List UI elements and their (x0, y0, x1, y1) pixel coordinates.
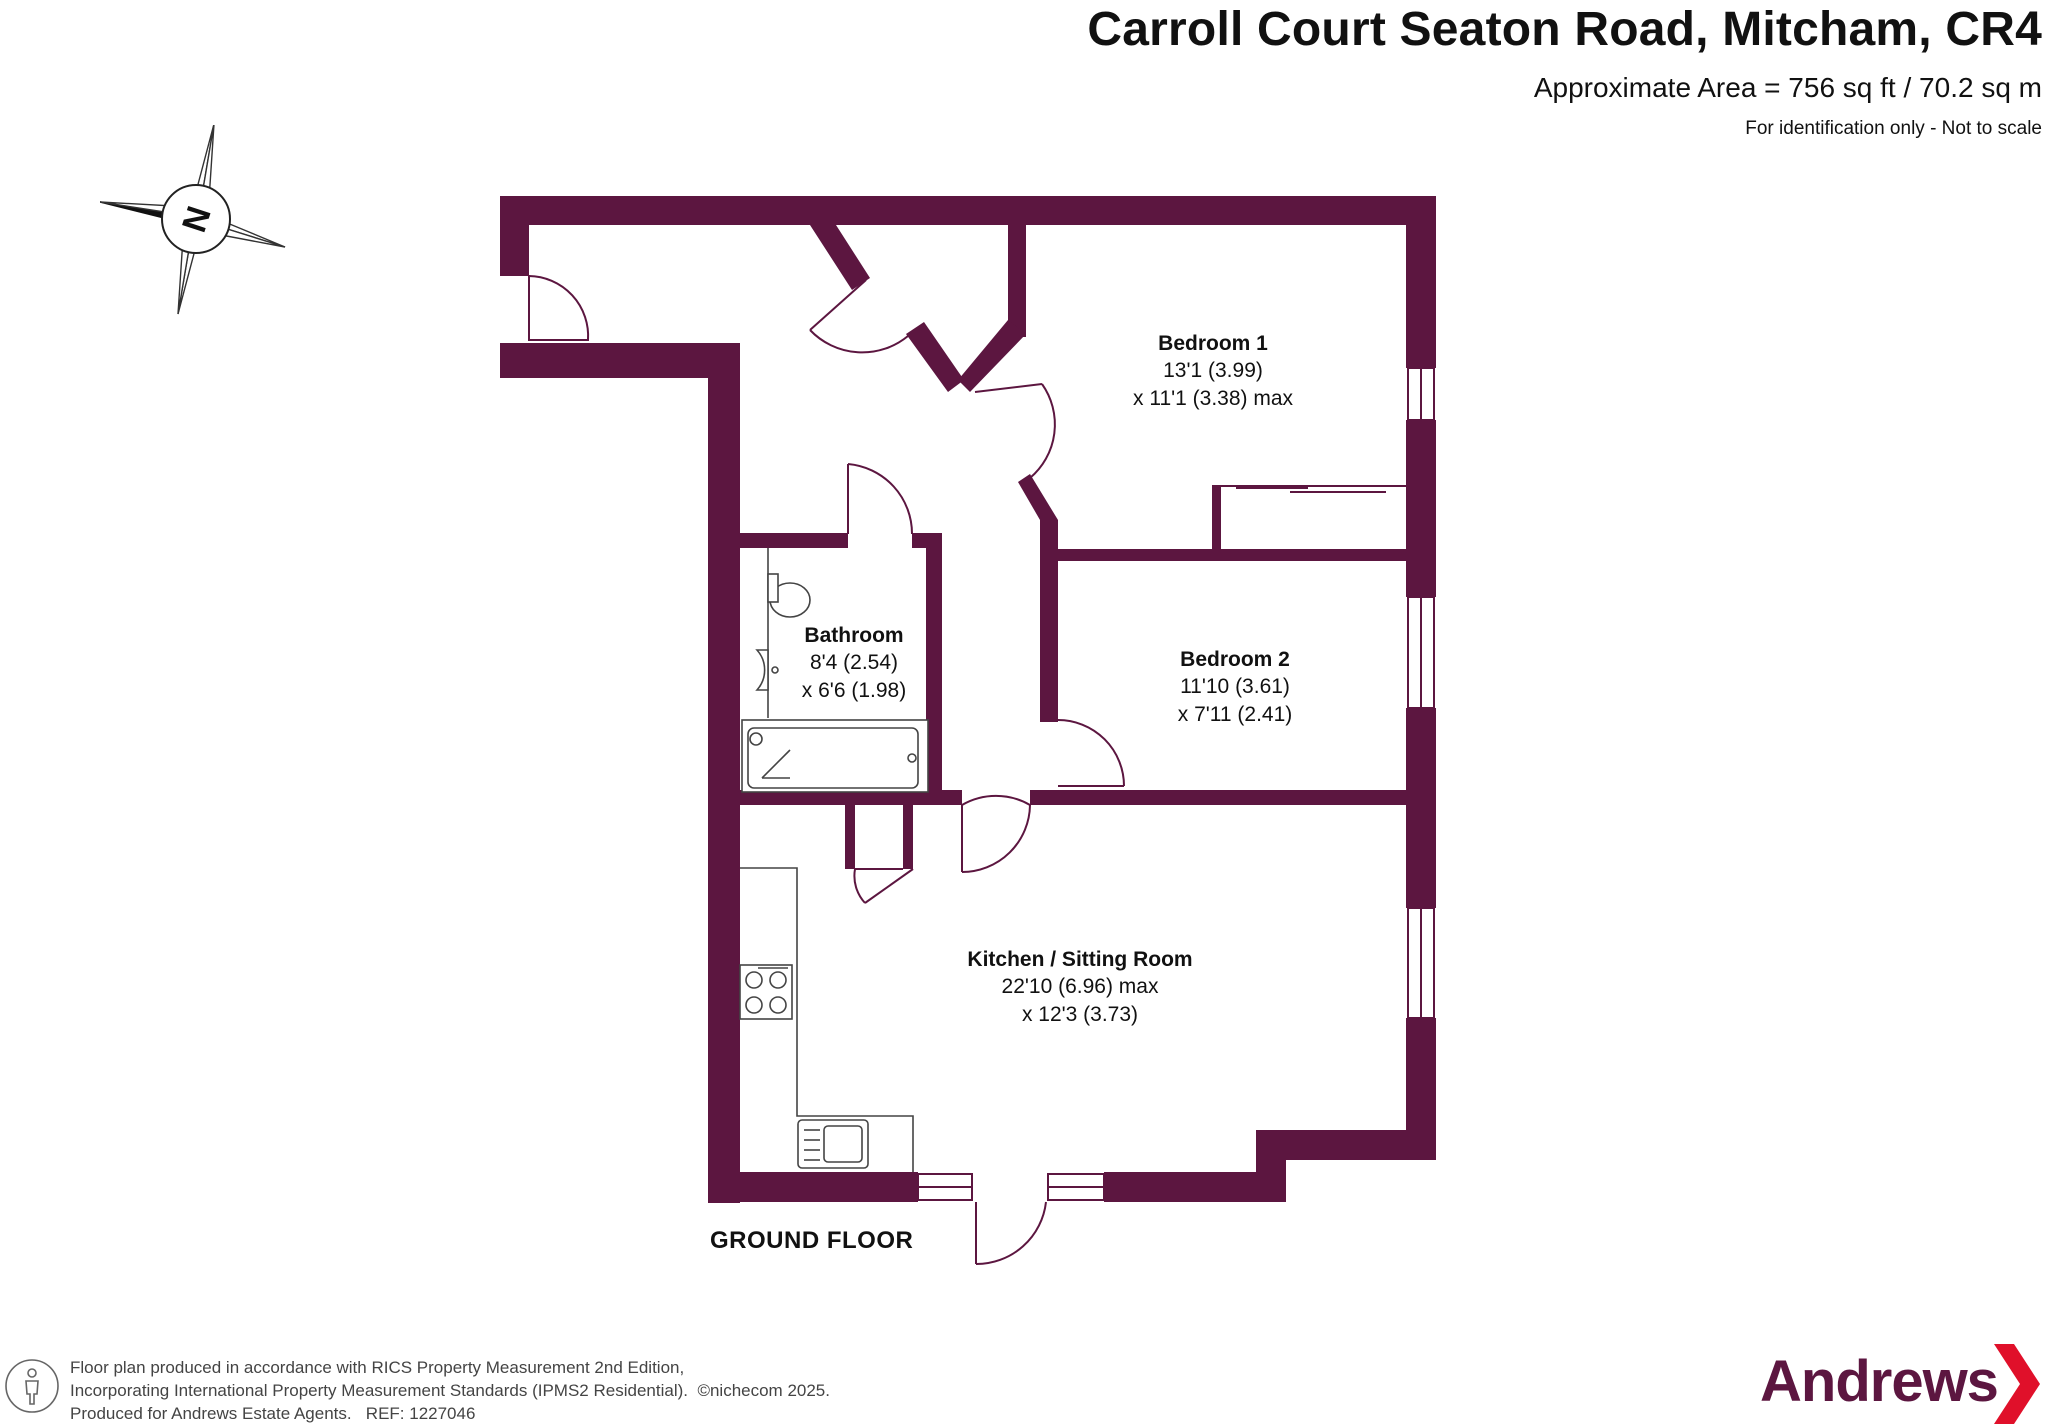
room-bedroom-2: Bedroom 2 11'10 (3.61) x 7'11 (2.41) (1135, 646, 1335, 728)
footer-line-1: Floor plan produced in accordance with R… (70, 1358, 685, 1377)
windows (917, 367, 1435, 1201)
room-name: Bedroom 2 (1180, 648, 1290, 671)
walls (500, 196, 1436, 1203)
footer-line-2: Incorporating International Property Mea… (70, 1381, 688, 1401)
person-info-icon (5, 1359, 59, 1413)
footer-line-3: Produced for Andrews Estate Agents. (70, 1404, 352, 1424)
room-dimension-1: 22'10 (6.96) max (1001, 975, 1159, 999)
bathroom-fittings (741, 548, 929, 793)
room-bedroom-1: Bedroom 1 13'1 (3.99) x 11'1 (3.38) max (1113, 330, 1313, 412)
room-dimension-2: x 11'1 (3.38) max (1132, 386, 1294, 410)
room-bathroom: Bathroom 8'4 (2.54) x 6'6 (1.98) (764, 622, 944, 704)
footer-copyright: ©nichecom 2025. (697, 1381, 830, 1401)
room-dimension-1: 11'10 (3.61) (1180, 675, 1290, 699)
room-name: Kitchen / Sitting Room (967, 948, 1193, 971)
room-dimension-1: 8'4 (2.54) (809, 651, 899, 675)
kitchen-fittings (739, 867, 914, 1172)
brand-logo: Andrews (1760, 1349, 1999, 1414)
room-dimension-1: 13'1 (3.99) (1163, 359, 1263, 383)
room-kitchen-sitting: Kitchen / Sitting Room 22'10 (6.96) max … (930, 946, 1230, 1028)
approximate-area: Approximate Area = 756 sq ft / 70.2 sq m (1533, 72, 2042, 103)
room-dimension-2: x 12'3 (3.73) (1021, 1002, 1139, 1026)
doors (528, 274, 1125, 1266)
floor-label: GROUND FLOOR (710, 1227, 914, 1254)
footer-notice: Floor plan produced in accordance with R… (70, 1356, 830, 1425)
room-dimension-2: x 7'11 (2.41) (1177, 702, 1293, 726)
page-title: Carroll Court Seaton Road, Mitcham, CR4 (1087, 3, 2042, 56)
room-name: Bedroom 1 (1158, 332, 1268, 355)
brand-chevron-icon (1994, 1344, 2040, 1424)
room-dimension-2: x 6'6 (1.98) (801, 678, 907, 702)
compass-north-icon: N (100, 125, 286, 315)
room-name: Bathroom (804, 624, 904, 647)
scale-note: For identification only - Not to scale (1745, 118, 2042, 139)
wardrobe (1212, 485, 1406, 551)
footer-ref: REF: 1227046 (365, 1404, 476, 1424)
